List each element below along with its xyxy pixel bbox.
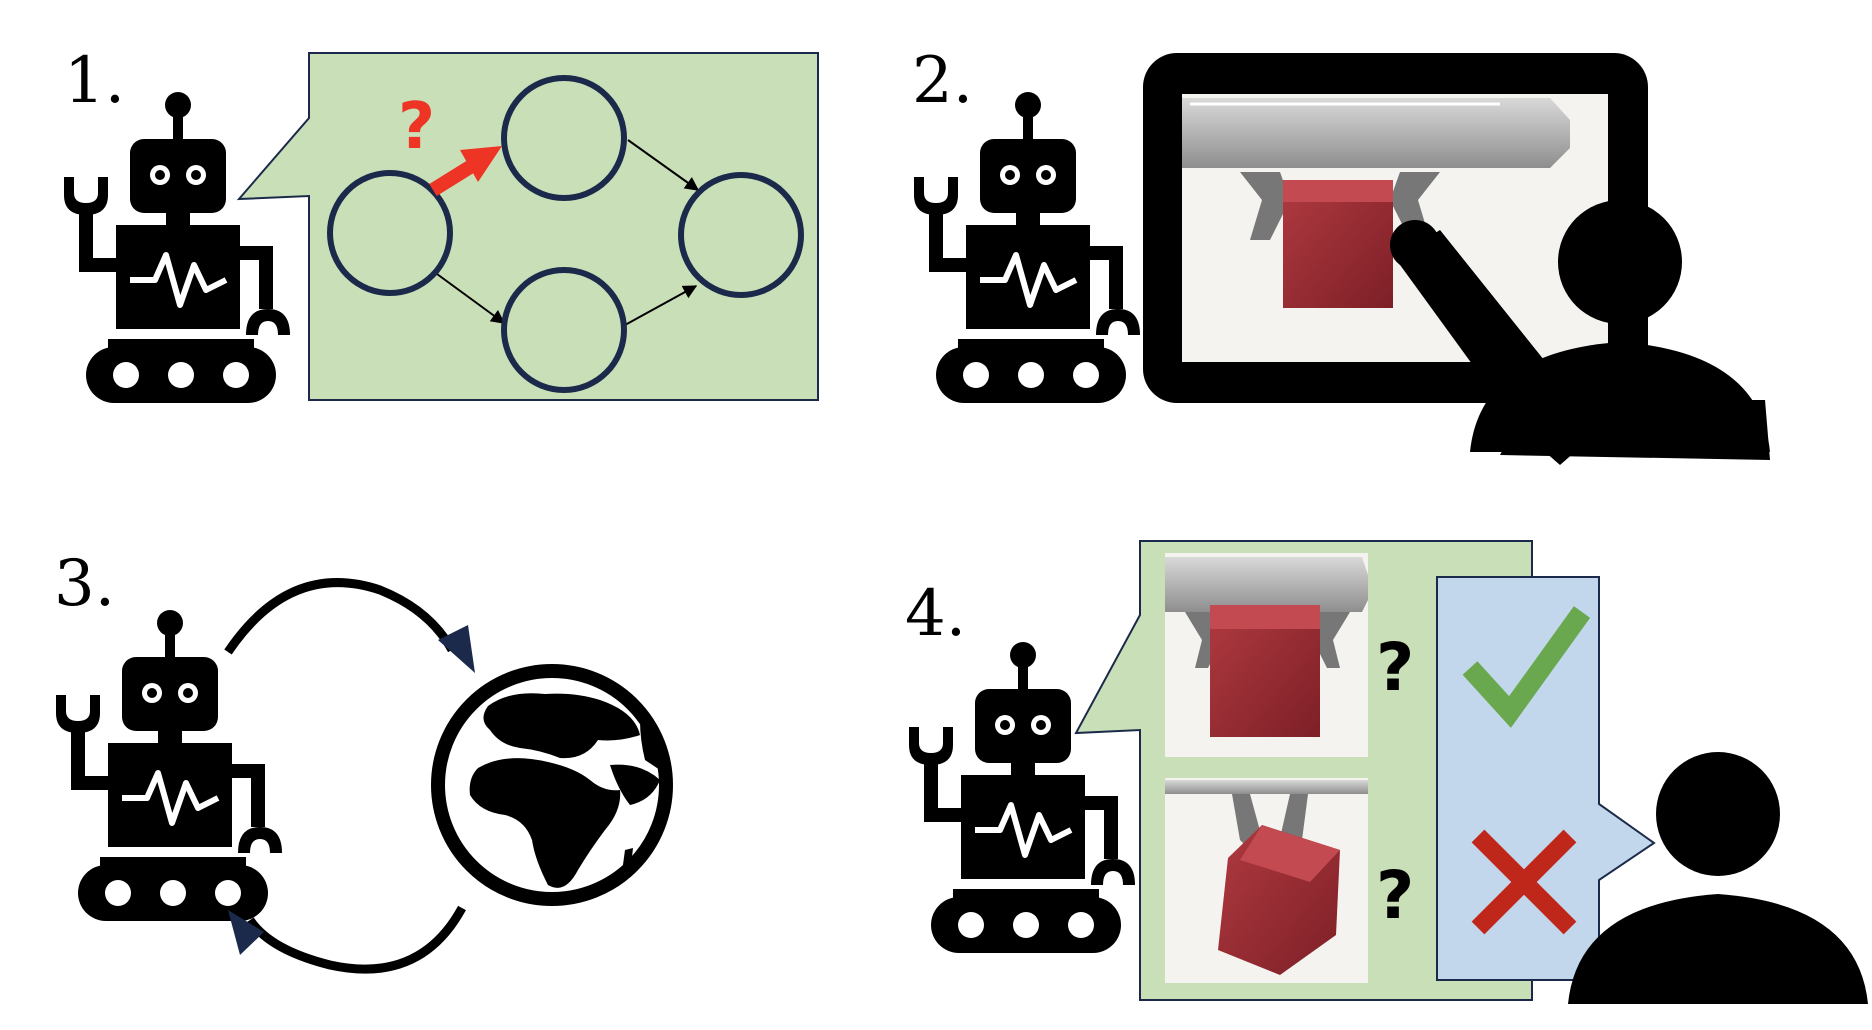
gripper-finger [1240, 172, 1290, 240]
robot-icon [64, 92, 290, 403]
panel-2: 2. [912, 44, 1770, 465]
panel-number-2: 2. [912, 44, 973, 118]
red-arrowhead [460, 146, 502, 182]
person-icon [1568, 752, 1868, 1004]
graph-node [678, 172, 804, 298]
checkmark-icon [1462, 606, 1591, 728]
robot-rail [1182, 98, 1570, 168]
question-mark: ? [1376, 857, 1414, 934]
panel-number-1: 1. [64, 44, 125, 118]
panel-1: 1. ? [64, 44, 819, 403]
question-mark: ? [398, 90, 435, 164]
graph-edge [624, 285, 698, 326]
arrowhead [438, 625, 475, 673]
globe-icon [431, 664, 673, 906]
cross-icon [1471, 829, 1577, 935]
robot-icon [56, 610, 282, 921]
speech-bubble [236, 52, 819, 401]
graph-node [501, 267, 627, 393]
gripper-cube-image [1165, 778, 1368, 983]
question-mark: ? [1376, 629, 1414, 706]
cycle-arrow-to-world [224, 578, 456, 655]
cycle-arrow-to-robot [246, 905, 466, 974]
graph-node [501, 75, 627, 201]
arrowhead [228, 910, 264, 955]
gripper-cube-image [1165, 553, 1368, 757]
graph-node [327, 170, 453, 296]
panel-3: 3. [54, 547, 673, 974]
panel-4: 4. ? ? [905, 540, 1868, 1004]
graph-edge [627, 139, 700, 191]
panel-number-4: 4. [905, 577, 966, 651]
graph-edge [436, 273, 506, 324]
red-arrow [429, 161, 474, 196]
robot-icon [914, 92, 1140, 403]
panel-number-3: 3. [54, 547, 115, 621]
gripper-finger [1390, 172, 1440, 240]
